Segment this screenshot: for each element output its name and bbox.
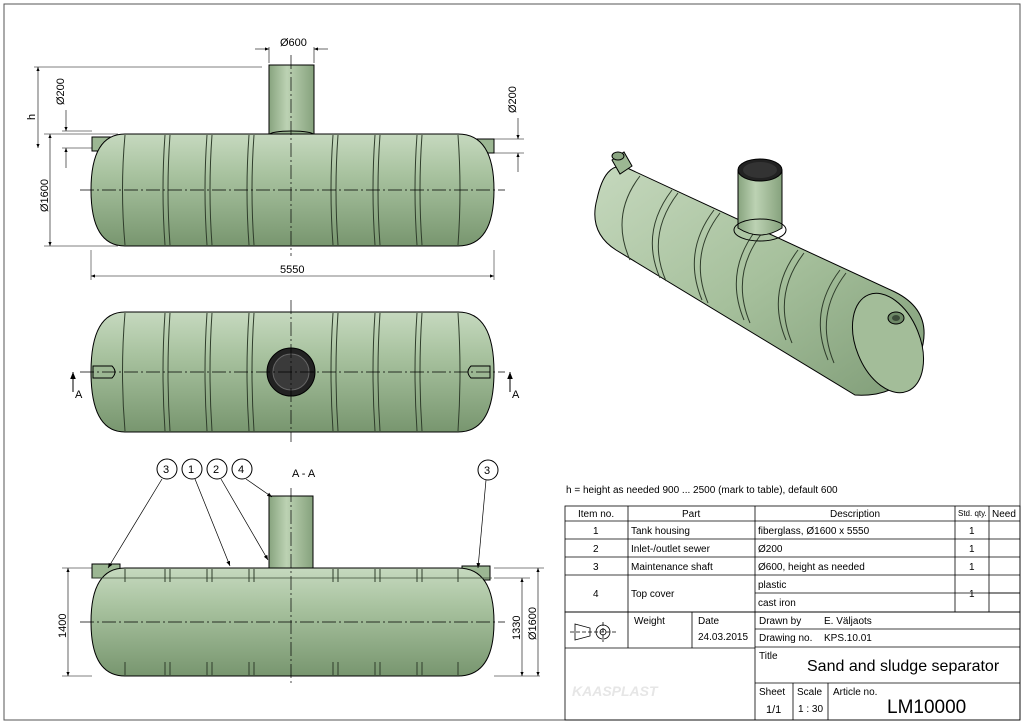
article-label: Article no.: [833, 687, 877, 698]
balloons: 3 1 2 4 3: [107, 458, 499, 569]
row2-qty: 1: [969, 544, 975, 555]
section-view: A - A 3 1: [57, 458, 544, 686]
header-description: Description: [830, 509, 880, 520]
dim-inner-height: 1330: [511, 616, 523, 640]
section-marker-right: A: [512, 389, 520, 401]
balloon-2: 2: [213, 464, 219, 476]
header-item: Item no.: [578, 509, 614, 520]
drawn-by-label: Drawn by: [759, 616, 801, 627]
row3-part: Maintenance shaft: [631, 562, 713, 573]
tank-body-iso: [594, 165, 925, 396]
header-part: Part: [682, 509, 701, 520]
dim-right-pipe-diameter: Ø200: [507, 86, 519, 113]
row3-description: Ø600, height as needed: [758, 562, 865, 573]
dim-tank-length: 5550: [280, 264, 304, 276]
drawing-no-label: Drawing no.: [759, 633, 812, 644]
isometric-view: [594, 151, 925, 396]
drawing-no-value: KPS.10.01: [824, 633, 872, 644]
projection-symbol-icon: [570, 622, 616, 642]
dim-left-pipe-diameter: Ø200: [55, 78, 67, 105]
row3-item: 3: [593, 562, 599, 573]
maintenance-shaft: [268, 64, 315, 136]
row1-item: 1: [593, 526, 599, 537]
row2-description: Ø200: [758, 544, 783, 555]
section-marker-left: A: [75, 389, 83, 401]
sheet-border: [3, 3, 1021, 721]
dim-tank-diameter: Ø1600: [39, 179, 51, 212]
article-value: LM10000: [887, 697, 966, 718]
tank-end-iso: [852, 292, 924, 394]
tank-body-section: [90, 567, 495, 677]
row1-description: fiberglass, Ø1600 x 5550: [758, 526, 870, 537]
company-logo: KAASPLAST: [572, 683, 659, 699]
title-label: Title: [759, 651, 778, 662]
drawing-title: Sand and sludge separator: [807, 658, 1000, 675]
scale-label: Scale: [797, 687, 822, 698]
front-view: Ø600 h Ø200 Ø1600 Ø200 5550: [26, 37, 524, 280]
row4-description-castiron: cast iron: [758, 598, 796, 609]
title-block: [564, 611, 1021, 721]
row4-description-plastic: plastic: [758, 580, 786, 591]
balloon-3-left: 3: [163, 464, 169, 476]
scale-value: 1 : 30: [798, 704, 823, 715]
balloon-3-right: 3: [484, 465, 490, 477]
balloon-4: 4: [238, 464, 244, 476]
row2-part: Inlet-/outlet sewer: [631, 544, 711, 555]
row1-part: Tank housing: [631, 526, 690, 537]
section-title: A - A: [292, 468, 316, 480]
row4-qty: 1: [969, 589, 975, 600]
sheet-value: 1/1: [766, 704, 781, 716]
row2-item: 2: [593, 544, 599, 555]
dim-shaft-diameter: Ø600: [280, 37, 307, 49]
header-std-qty: Std. qty.: [958, 509, 987, 518]
date-label: Date: [698, 616, 720, 627]
dim-height-h: h: [26, 114, 38, 120]
row3-qty: 1: [969, 562, 975, 573]
height-note: h = height as needed 900 ... 2500 (mark …: [566, 485, 838, 496]
row4-item: 4: [593, 589, 599, 600]
weight-label: Weight: [634, 616, 665, 627]
sheet-label: Sheet: [759, 687, 785, 698]
dim-bottom-diameter: Ø1600: [527, 607, 539, 640]
drawn-by-value: E. Väljaots: [824, 616, 872, 627]
tank-body: [90, 133, 495, 247]
row4-part: Top cover: [631, 589, 675, 600]
dim-bottom-height: 1400: [57, 614, 69, 638]
row1-qty: 1: [969, 526, 975, 537]
header-need: Need: [992, 509, 1016, 520]
plan-view: A A: [70, 300, 520, 442]
date-value: 24.03.2015: [698, 632, 748, 643]
balloon-1: 1: [188, 464, 194, 476]
